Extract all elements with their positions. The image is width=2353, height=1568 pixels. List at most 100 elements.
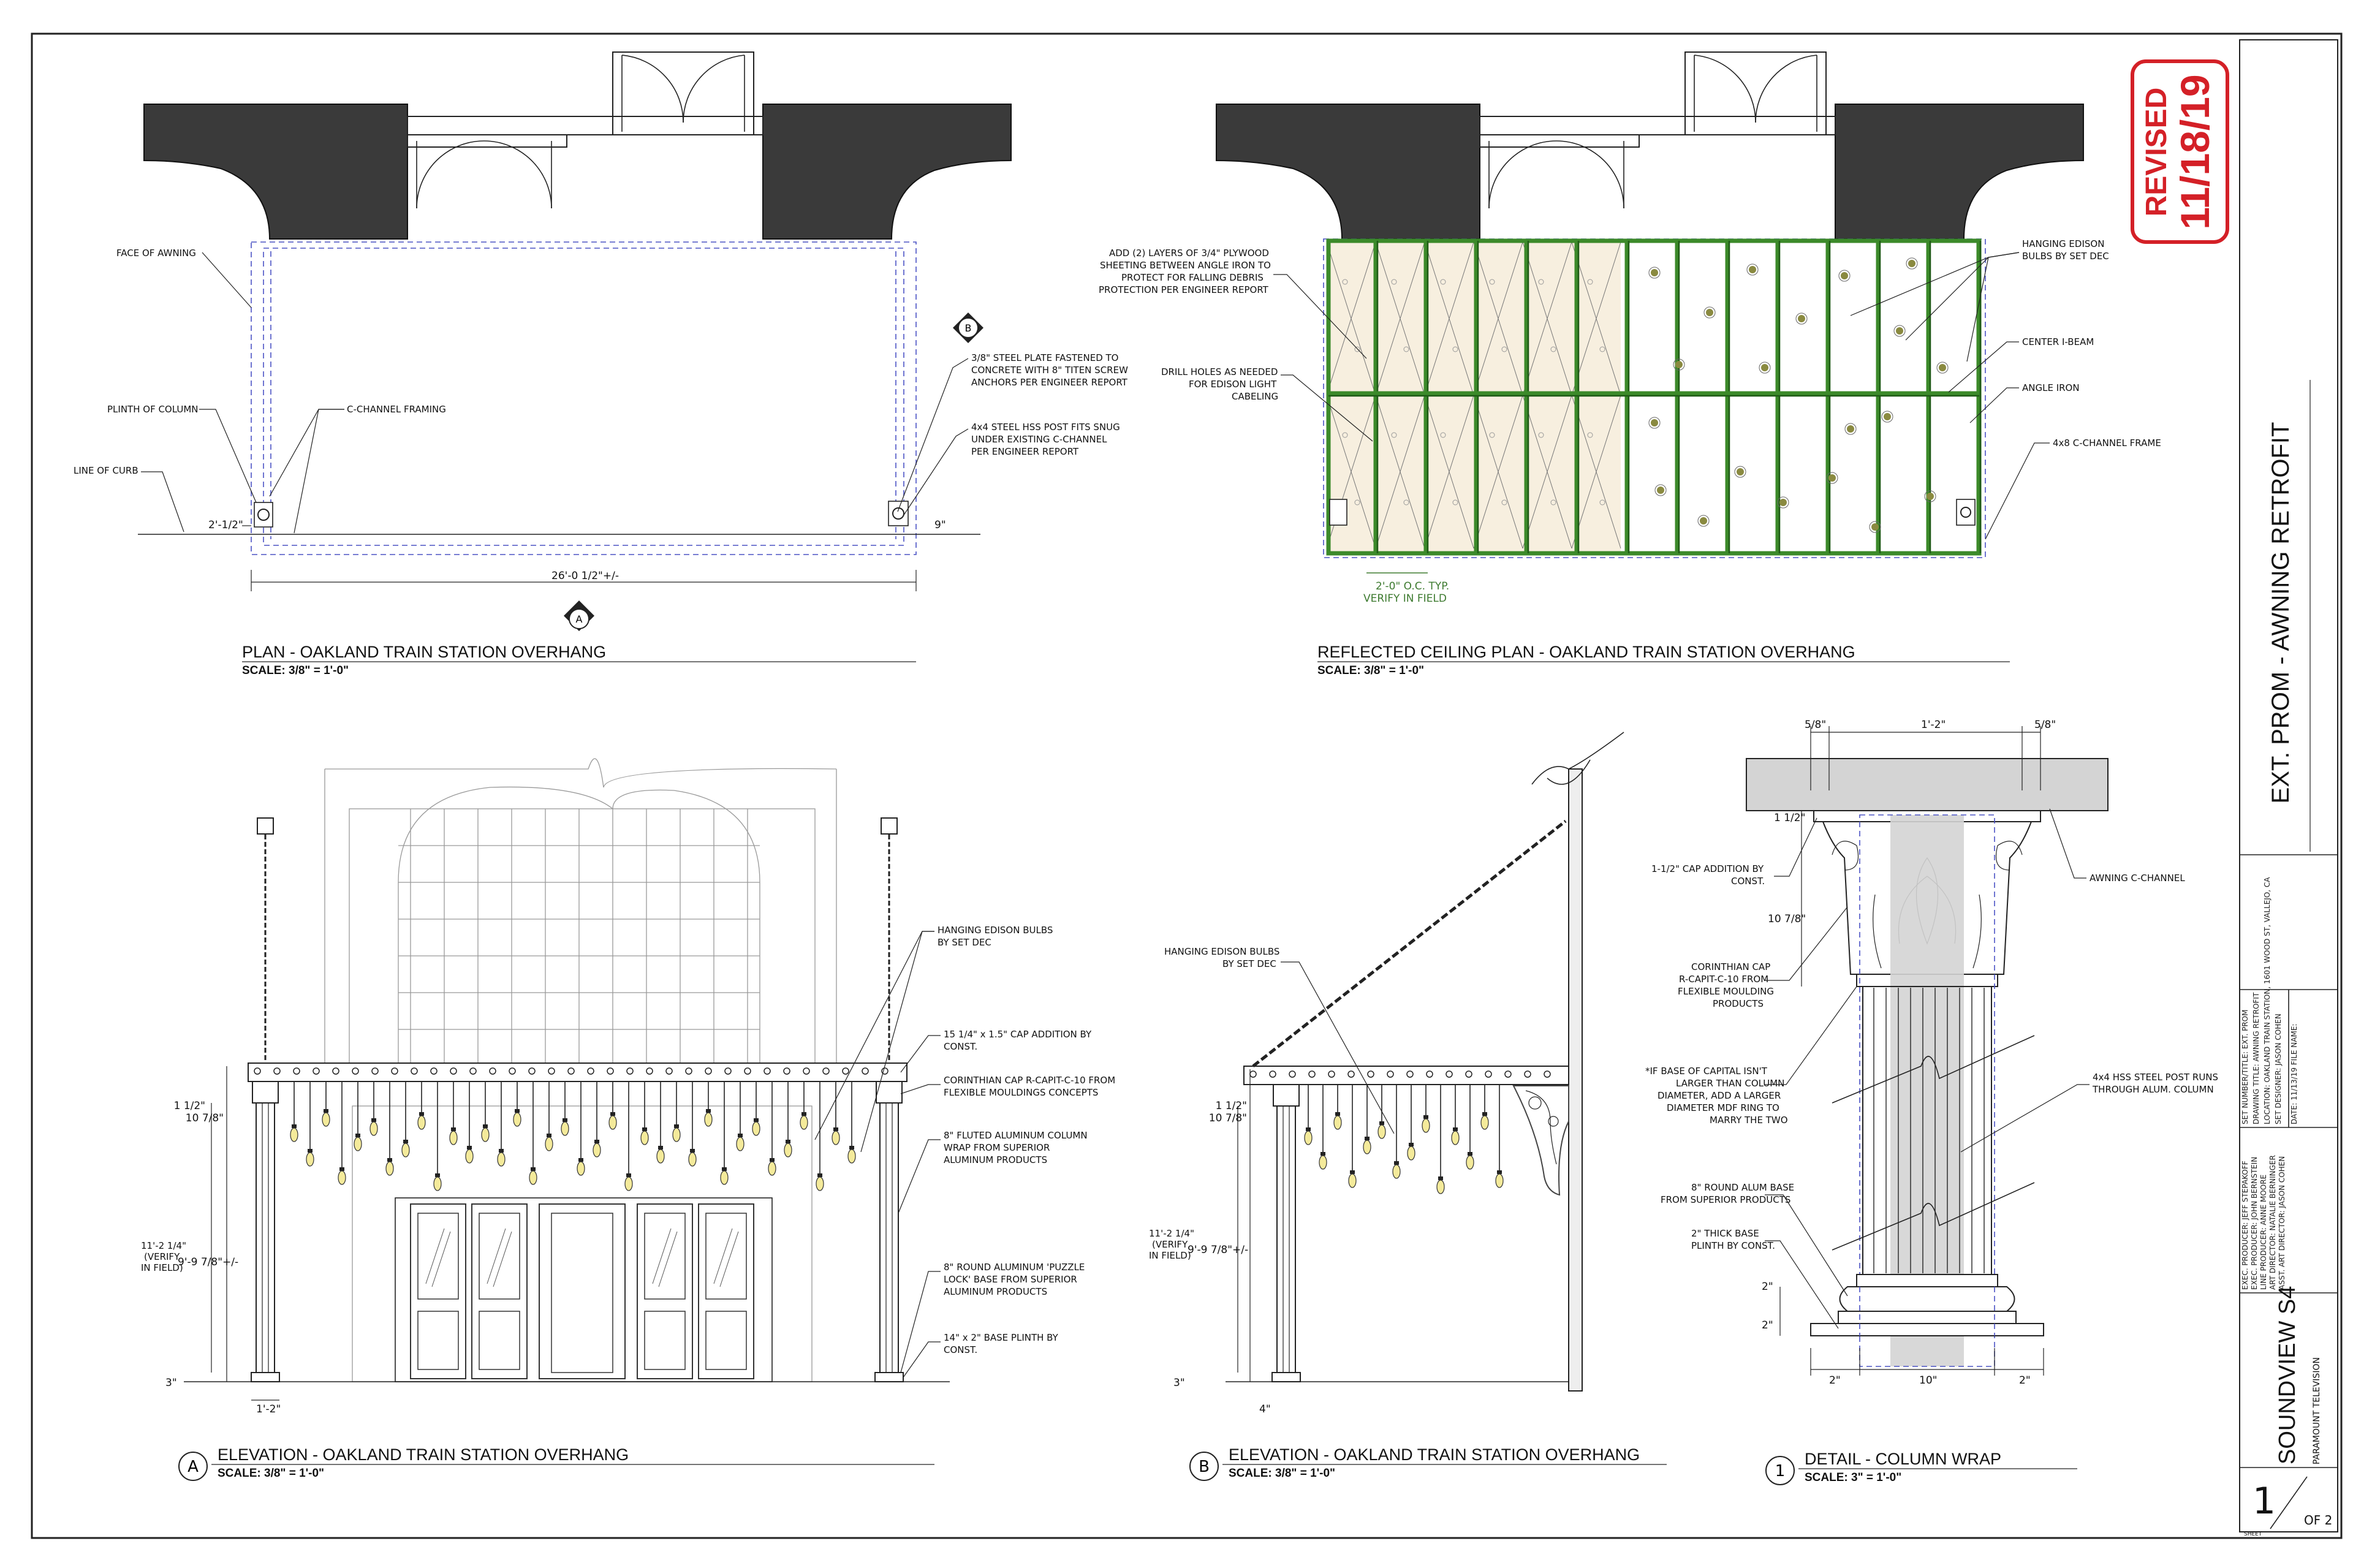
rivet [1446, 1070, 1453, 1078]
bulb-socket [801, 1112, 806, 1116]
svg-text:ALUMINUM PRODUCTS: ALUMINUM PRODUCTS [944, 1286, 1047, 1297]
ea-dim-3: 11'-2 1/4" (VERIFY IN FIELD) [141, 1240, 186, 1273]
svg-text:PER ENGINEER REPORT: PER ENGINEER REPORT [971, 446, 1079, 457]
edison-bulb [290, 1127, 298, 1142]
edison-bulb [1377, 1124, 1386, 1139]
bulb-ring [1844, 423, 1857, 435]
door-leaf [698, 1203, 754, 1379]
detail-column-wrap: 5/8" 1'-2" 5/8" 1 1/2" 10 7/8" [1645, 719, 2218, 1485]
bulb-ring [1734, 466, 1746, 478]
edison-bulb [449, 1131, 458, 1145]
svg-text:LOCATION: OAKLAND TRAIN STAT: LOCATION: OAKLAND TRAIN STATION, 1601 WO… [2263, 877, 2272, 1124]
rivet [332, 1067, 339, 1075]
svg-text:ANCHORS PER ENGINEER REPORT: ANCHORS PER ENGINEER REPORT [971, 377, 1128, 388]
svg-text:DATE: 11/13/19 FILE: DATE: 11/13/19 FILE NAME: [2290, 1024, 2298, 1124]
svg-text:HANGING EDISON: HANGING EDISON [2022, 238, 2104, 249]
bulb-socket [1468, 1152, 1472, 1156]
svg-text:WRAP FROM SUPERIOR: WRAP FROM SUPERIOR [944, 1142, 1050, 1153]
ea-dim-6: 1'-2" [256, 1403, 281, 1415]
edison-bulb [832, 1131, 840, 1145]
edison-bulb [720, 1170, 729, 1185]
bulb-dot [1749, 266, 1756, 273]
drill-hole [1452, 346, 1458, 352]
eb-scale: SCALE: 3/8" = 1'-0" [1229, 1467, 1335, 1480]
svg-text:DRILL HOLES AS NEEDED: DRILL HOLES AS NEEDED [1161, 366, 1278, 377]
rivet [254, 1067, 261, 1075]
svg-text:PRODUCTS: PRODUCTS [1713, 998, 1764, 1009]
drill-hole [1391, 432, 1397, 438]
svg-text:SET NUMBER/TITLE: EXT. PROM: SET NUMBER/TITLE: EXT. PROM [2241, 1010, 2249, 1124]
bulb-socket [849, 1146, 854, 1149]
rivet [293, 1067, 300, 1075]
bulb-socket [292, 1124, 297, 1128]
edison-bulb [704, 1112, 713, 1127]
edison-bulb [1363, 1140, 1371, 1154]
edison-bulb [624, 1176, 633, 1191]
d-dim-l1: 1 1/2" [1774, 812, 1805, 824]
rivet [1289, 1070, 1296, 1078]
svg-text:FOR EDISON LIGHT: FOR EDISON LIGHT [1189, 379, 1277, 390]
rivet [489, 1067, 496, 1075]
bulb-socket [355, 1134, 360, 1137]
bulb-socket [387, 1158, 392, 1162]
rivet [1308, 1070, 1316, 1078]
bulb-ring [1838, 270, 1851, 282]
x-brace [1522, 241, 1572, 396]
note-d-thick-base: 2" THICK BASE PLINTH BY CONST. [1691, 1228, 1775, 1251]
svg-text:PLINTH BY CONST.: PLINTH BY CONST. [1691, 1240, 1775, 1251]
bulb-socket [833, 1127, 838, 1131]
plan-scale: SCALE: 3/8" = 1'-0" [242, 664, 349, 677]
edison-bulb [401, 1143, 410, 1157]
bulb-socket [419, 1112, 424, 1116]
beam-rivets [254, 1067, 889, 1075]
bulb-socket [578, 1158, 583, 1162]
title-block-fields: SET NUMBER/TITLE: EXT. PROM DRAWING TITL… [2241, 877, 2298, 1124]
svg-text:8" ROUND ALUM BASE: 8" ROUND ALUM BASE [1691, 1182, 1794, 1193]
rivet [352, 1067, 359, 1075]
svg-text:R-CAPIT-C-10 FROM: R-CAPIT-C-10 FROM [1679, 974, 1768, 985]
edison-bulb [688, 1152, 697, 1167]
bulb-socket [642, 1127, 647, 1131]
drill-hole [1599, 499, 1605, 506]
window-grid [398, 809, 760, 1067]
svg-text:CONCRETE WITH 8" TITEN SCREW: CONCRETE WITH 8" TITEN SCREW [971, 365, 1128, 376]
rivet [1367, 1070, 1374, 1078]
svg-text:1-1/2" CAP ADDITION BY: 1-1/2" CAP ADDITION BY [1651, 863, 1764, 874]
drill-hole [1599, 346, 1605, 352]
rivet [705, 1067, 712, 1075]
svg-text:DIAMETER, ADD A LARGER: DIAMETER, ADD A LARGER [1658, 1090, 1781, 1101]
bulb-socket [722, 1167, 727, 1171]
drill-hole [1342, 279, 1348, 285]
d-dim-t1: 5/8" [1805, 719, 1826, 731]
edison-bulb [768, 1161, 776, 1176]
bulb-socket [658, 1146, 663, 1149]
bulb-socket [1350, 1170, 1355, 1174]
note-d-cap: 1-1/2" CAP ADDITION BY CONST. [1651, 863, 1765, 887]
x-brace [1571, 241, 1621, 396]
bulb-ring [1826, 472, 1838, 484]
hanging-edison-bulbs-b [1304, 1085, 1504, 1194]
eb-dim-5: 3" [1173, 1377, 1185, 1389]
tb-of: OF 2 [2304, 1513, 2332, 1528]
svg-text:8" ROUND ALUMINUM 'PUZZLE: 8" ROUND ALUMINUM 'PUZZLE [944, 1262, 1085, 1273]
svg-text:4x4 HSS STEEL POST RUNS: 4x4 HSS STEEL POST RUNS [2093, 1072, 2218, 1083]
edison-bulb [385, 1161, 394, 1176]
bulb-socket [1409, 1143, 1414, 1146]
note-ea-cap: 15 1/4" x 1.5" CAP ADDITION BY CONST. [944, 1029, 1092, 1052]
svg-text:EXEC. PRODUCER: JOHN BERNSTEIN: EXEC. PRODUCER: JOHN BERNSTEIN [2250, 1157, 2259, 1290]
d-dim-t3: 5/8" [2034, 719, 2056, 731]
svg-text:14" x 2" BASE PLINTH BY: 14" x 2" BASE PLINTH BY [944, 1332, 1059, 1343]
rivet [803, 1067, 810, 1075]
edison-bulb [784, 1143, 792, 1157]
drill-hole [1342, 432, 1348, 438]
bulb-socket [339, 1167, 344, 1171]
bulb-ring [1777, 496, 1789, 509]
svg-text:CORINTHIAN CAP R-CAPIT-C-10 FR: CORINTHIAN CAP R-CAPIT-C-10 FROM [944, 1075, 1115, 1086]
svg-text:11'-2 1/4": 11'-2 1/4" [141, 1240, 186, 1251]
edison-bulb [1348, 1173, 1357, 1188]
sheet-border [31, 32, 2343, 1539]
rivet [528, 1067, 536, 1075]
rcp-view: 2'-0" O.C. TYP. VERIFY IN FIELD ADD (2) … [1099, 51, 2161, 677]
note-center-ibeam: CENTER I-BEAM [2022, 336, 2094, 347]
bulb-ring [1648, 267, 1661, 279]
